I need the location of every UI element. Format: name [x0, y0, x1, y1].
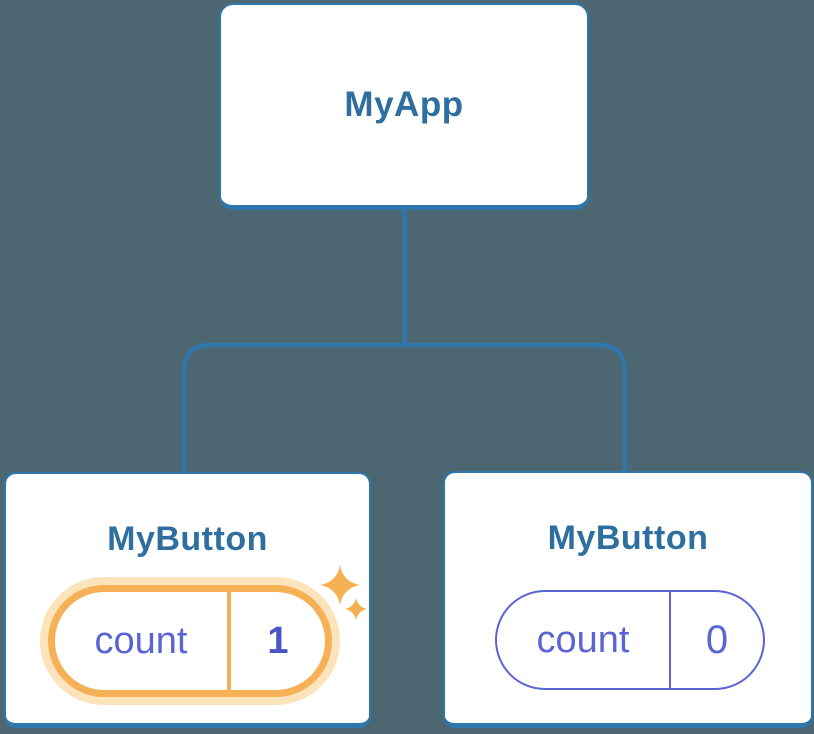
count-pill-key-cell: count — [55, 592, 227, 690]
count-pill-key-cell: count — [497, 592, 669, 688]
node-mybutton-plain: MyButton count 0 — [443, 471, 813, 728]
count-pill-value-cell: 0 — [671, 592, 763, 688]
count-value: 0 — [705, 617, 729, 662]
pill-divider — [669, 592, 671, 688]
connector-branch-bracket — [181, 342, 628, 472]
sparkle-small — [345, 598, 367, 620]
pill-divider — [227, 592, 231, 690]
node-myapp: MyApp — [219, 3, 589, 210]
count-pill-value-cell: 1 — [231, 592, 325, 690]
node-mybutton-label: MyButton — [107, 520, 268, 558]
node-mybutton-label: MyButton — [547, 519, 709, 557]
node-mybutton-highlighted: MyButton count 1 — [4, 472, 371, 728]
node-myapp-label: MyApp — [344, 85, 464, 124]
sparkle-big — [320, 565, 360, 605]
count-pill-plain: count 0 — [495, 590, 765, 690]
count-key-label: count — [94, 619, 188, 662]
count-value: 1 — [267, 619, 289, 662]
count-key-label: count — [536, 618, 630, 661]
count-pill-highlighted: count 1 — [48, 585, 332, 697]
